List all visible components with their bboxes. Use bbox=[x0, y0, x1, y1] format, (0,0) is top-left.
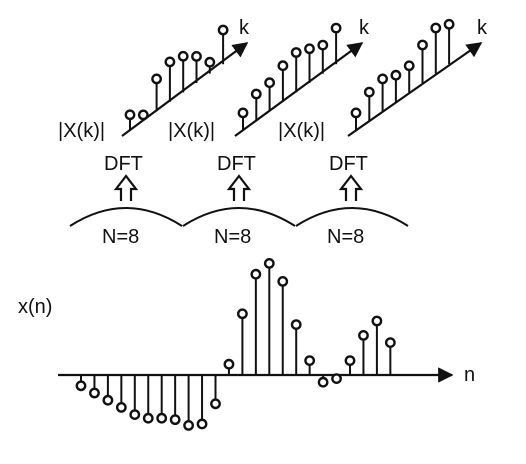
dft-label-2: DFT bbox=[217, 153, 256, 175]
spectrum-sample-marker bbox=[403, 60, 415, 72]
signal-sample-marker bbox=[331, 373, 342, 384]
spectrum-sample-marker bbox=[250, 88, 262, 100]
spectrum-stems bbox=[350, 18, 455, 130]
up-arrow-icon bbox=[226, 174, 252, 201]
spectrum-label: |X(k)| bbox=[58, 120, 105, 142]
signal-sample-marker bbox=[358, 329, 369, 341]
dft-label-1: DFT bbox=[104, 153, 143, 175]
spectrum-sample-marker bbox=[317, 39, 329, 51]
spectrum-sample-marker bbox=[330, 22, 342, 34]
spectrum-sample-marker bbox=[290, 47, 302, 58]
spectrum-panel-2: |X(k)| k bbox=[168, 17, 370, 142]
window-arc-3 bbox=[295, 207, 409, 227]
spectrum-panel-3: |X(k)| k bbox=[278, 17, 488, 142]
spectrum-panel-1: |X(k)| k bbox=[58, 17, 250, 142]
spectrum-sample-marker bbox=[304, 43, 315, 55]
signal-sample-marker bbox=[277, 275, 289, 287]
signal-sample-marker bbox=[384, 337, 396, 348]
signal-sample-marker bbox=[344, 355, 356, 366]
signal-sample-marker bbox=[304, 355, 316, 366]
signal-sample-marker bbox=[183, 419, 195, 431]
k-axis-label: k bbox=[239, 17, 250, 39]
spectrum-sample-marker bbox=[177, 50, 189, 62]
signal-sample-marker bbox=[317, 376, 329, 388]
window-length-label-2: N=8 bbox=[214, 226, 251, 248]
signal-sample-marker bbox=[236, 308, 248, 320]
up-arrow-icon bbox=[113, 174, 139, 201]
up-arrow-icon bbox=[338, 174, 364, 201]
spectrum-label: |X(k)| bbox=[278, 120, 325, 142]
signal-sample-marker bbox=[75, 380, 87, 392]
spectrum-label: |X(k)| bbox=[168, 120, 215, 142]
signal-sample-marker bbox=[290, 319, 302, 330]
spectrum-sample-marker bbox=[191, 51, 202, 62]
k-axis-label: k bbox=[359, 17, 370, 39]
spectrum-sample-marker bbox=[390, 69, 402, 81]
signal-sample-marker bbox=[196, 418, 208, 430]
spectrum-sample-marker bbox=[377, 73, 388, 85]
spectrum-sample-marker bbox=[350, 107, 362, 119]
spectrum-sample-marker bbox=[151, 73, 163, 85]
spectrum-sample-marker bbox=[164, 56, 176, 68]
signal-label: x(n) bbox=[18, 296, 52, 318]
spectrum-sample-marker bbox=[237, 107, 249, 119]
n-axis-label: n bbox=[464, 364, 475, 386]
spectrum-stems bbox=[124, 24, 229, 130]
signal-sample-marker bbox=[223, 358, 235, 370]
spectrum-sample-marker bbox=[363, 86, 375, 98]
window-length-label-3: N=8 bbox=[327, 226, 364, 248]
signal-sample-marker bbox=[142, 412, 154, 424]
window-arc-2 bbox=[182, 207, 296, 227]
window-length-label-1: N=8 bbox=[102, 226, 139, 248]
signal-sample-marker bbox=[210, 398, 221, 410]
signal-panel: x(n) n bbox=[18, 257, 475, 431]
signal-sample-marker bbox=[250, 268, 262, 280]
spectrum-sample-marker bbox=[264, 77, 275, 89]
signal-sample-marker bbox=[89, 387, 100, 399]
signal-stems bbox=[75, 257, 396, 431]
spectrum-sample-marker bbox=[217, 24, 229, 36]
spectrum-sample-marker bbox=[137, 109, 149, 121]
spectrum-sample-marker bbox=[430, 22, 442, 34]
spectrum-sample-marker bbox=[277, 60, 289, 72]
k-axis-label: k bbox=[477, 17, 488, 39]
spectrum-sample-marker bbox=[417, 39, 428, 51]
dft-label-3: DFT bbox=[329, 153, 368, 175]
signal-sample-marker bbox=[129, 409, 141, 420]
signal-sample-marker bbox=[169, 414, 181, 426]
signal-sample-marker bbox=[102, 394, 114, 406]
signal-sample-marker bbox=[156, 412, 168, 424]
signal-sample-marker bbox=[115, 401, 127, 413]
window-arc-1 bbox=[69, 207, 183, 227]
spectrum-sample-marker bbox=[443, 18, 455, 30]
signal-sample-marker bbox=[371, 315, 383, 327]
spectrum-sample-marker bbox=[204, 56, 216, 68]
spectrum-sample-marker bbox=[124, 109, 136, 121]
signal-sample-marker bbox=[263, 257, 275, 269]
spectrum-stems bbox=[237, 22, 342, 130]
